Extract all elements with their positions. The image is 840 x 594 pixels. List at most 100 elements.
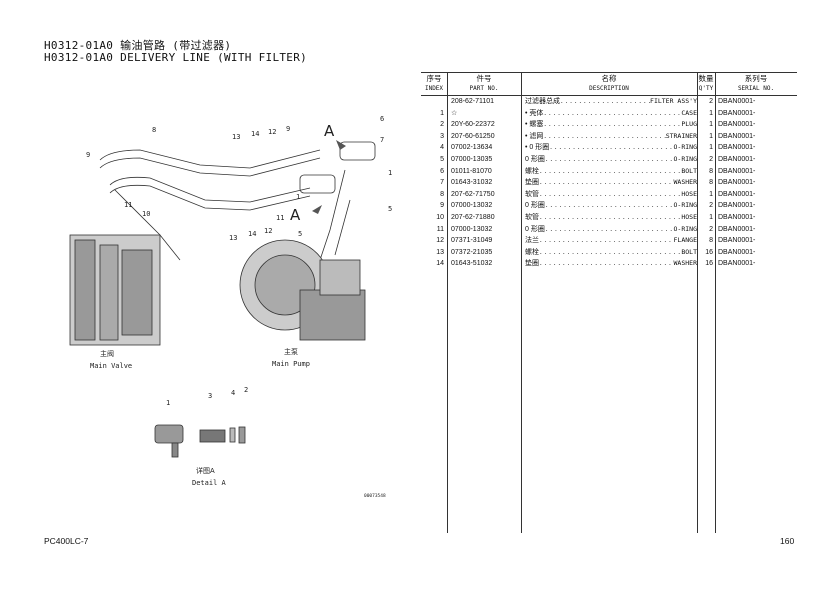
cell-part-no: 207-62-71880	[451, 214, 495, 221]
cell-serial: DBAN0001-	[718, 179, 756, 187]
desc-en: CASE	[681, 108, 697, 117]
leader-dots: ........................................…	[560, 98, 651, 105]
cell-serial: DBAN0001-	[718, 121, 756, 129]
callout-11b: 11	[276, 214, 284, 222]
cell-part-no: ☆	[451, 109, 458, 117]
cell-serial: DBAN0001-	[718, 109, 756, 117]
cell-index: 10	[436, 214, 444, 221]
cell-qty: 1	[709, 121, 713, 129]
cell-index: 8	[440, 190, 444, 198]
cell-serial: DBAN0001-	[718, 132, 756, 140]
leader-dots: ........................................…	[539, 167, 681, 175]
main-pump-drawing	[239, 239, 366, 341]
cell-qty: 1	[709, 144, 713, 152]
callout-detail-3: 3	[208, 392, 212, 400]
filter-upper	[339, 141, 376, 161]
callout-9: 9	[86, 151, 90, 159]
table-row: 7 01643-31032 垫圈..........................…	[421, 177, 797, 189]
cell-description: 0 形圈....................................…	[525, 200, 697, 212]
cell-qty: 1	[709, 109, 713, 117]
cell-qty: 1	[709, 132, 713, 140]
cell-qty: 8	[709, 167, 713, 175]
cell-part-no: 01643-31032	[451, 179, 493, 187]
cell-qty: 2	[709, 156, 713, 163]
view-marker-a-upper: A	[324, 122, 335, 140]
callout-7: 7	[380, 136, 384, 144]
cell-index: 9	[440, 202, 444, 210]
cell-index: 7	[440, 179, 444, 187]
cell-index: 3	[440, 132, 444, 140]
desc-zh: • 滤网	[525, 132, 544, 140]
desc-zh: 软管	[525, 214, 539, 221]
leader-dots: ........................................…	[549, 144, 674, 152]
main-valve-drawing	[69, 234, 161, 346]
cell-description: 过滤器总成...................................…	[525, 96, 697, 108]
header-qty-zh: 数量	[698, 74, 714, 83]
desc-zh: 法兰	[525, 237, 539, 245]
header-index-zh: 序号	[426, 74, 442, 83]
leader-dots: ........................................…	[544, 225, 674, 233]
table-row: 208-62-71101过滤器总成.......................…	[421, 96, 797, 108]
cell-serial: DBAN0001-	[718, 202, 756, 210]
parts-diagram: 8 9 11 10 13 14 12 9 6 7 1 5 11 13 14 12…	[69, 115, 392, 499]
arrow-icon	[336, 140, 346, 150]
callout-8: 8	[152, 126, 156, 134]
leader-dots: ........................................…	[539, 237, 674, 245]
leader-dots: ........................................…	[539, 179, 674, 187]
callout-13b: 13	[229, 234, 237, 242]
leader-dots: ........................................…	[543, 109, 682, 117]
page-title: H0312-01A0 输油管路 (带过滤器) H0312-01A0 DELIVE…	[44, 40, 307, 64]
main-pump-label-en: Main Pump	[272, 360, 310, 368]
desc-zh: 0 形圈	[525, 156, 545, 163]
desc-zh: 垫圈	[525, 260, 539, 268]
cell-serial: DBAN0001-	[718, 260, 756, 268]
desc-en: O-RING	[673, 143, 697, 152]
cell-index: 6	[440, 167, 444, 175]
cell-serial: DBAN0001-	[718, 190, 756, 198]
desc-zh: 过滤器总成	[525, 98, 560, 105]
leader-dots: ........................................…	[543, 121, 682, 129]
cell-description: • 壳体....................................…	[525, 108, 697, 120]
footer-page-number: 160	[780, 536, 795, 546]
cell-description: 0 形圈....................................…	[525, 224, 697, 236]
leader-dots: ........................................…	[539, 214, 681, 221]
callout-13: 13	[232, 133, 240, 141]
desc-en: BOLT	[681, 247, 697, 256]
desc-zh: • 0 形圈	[525, 144, 550, 152]
main-valve-label-en: Main Valve	[90, 362, 132, 370]
desc-zh: 螺栓	[525, 167, 539, 175]
cell-qty: 2	[709, 202, 713, 210]
cell-index: 11	[436, 225, 444, 233]
arrow-icon	[312, 205, 322, 214]
desc-zh: 螺栓	[525, 248, 539, 256]
title-chinese: H0312-01A0 输油管路 (带过滤器)	[44, 39, 232, 52]
desc-en: WASHER	[673, 178, 697, 187]
callout-11: 11	[124, 201, 132, 209]
header-index-en: INDEX	[424, 85, 444, 92]
cell-qty: 1	[709, 214, 713, 221]
cell-index: 13	[436, 248, 444, 256]
cell-index: 4	[440, 144, 444, 152]
header-part-en: PART NO.	[469, 85, 499, 92]
desc-zh: • 壳体	[525, 109, 544, 117]
cell-qty: 1	[709, 190, 713, 198]
callout-detail-4: 4	[231, 389, 235, 397]
header-desc-en: DESCRIPTION	[589, 85, 629, 92]
table-row: 10 207-62-71880 软管........................…	[421, 212, 797, 224]
title-english: H0312-01A0 DELIVERY LINE (WITH FILTER)	[44, 51, 308, 64]
cell-qty: 16	[705, 248, 713, 256]
cell-index: 14	[436, 260, 444, 268]
cell-qty: 8	[709, 179, 713, 187]
cell-description: 软管......................................…	[525, 189, 697, 201]
callout-detail-1: 1	[166, 399, 170, 407]
cell-description: 垫圈......................................…	[525, 177, 697, 189]
cell-serial: DBAN0001-	[718, 225, 756, 233]
cell-serial: DBAN0001-	[718, 248, 756, 256]
desc-en: PLUG	[681, 120, 697, 129]
